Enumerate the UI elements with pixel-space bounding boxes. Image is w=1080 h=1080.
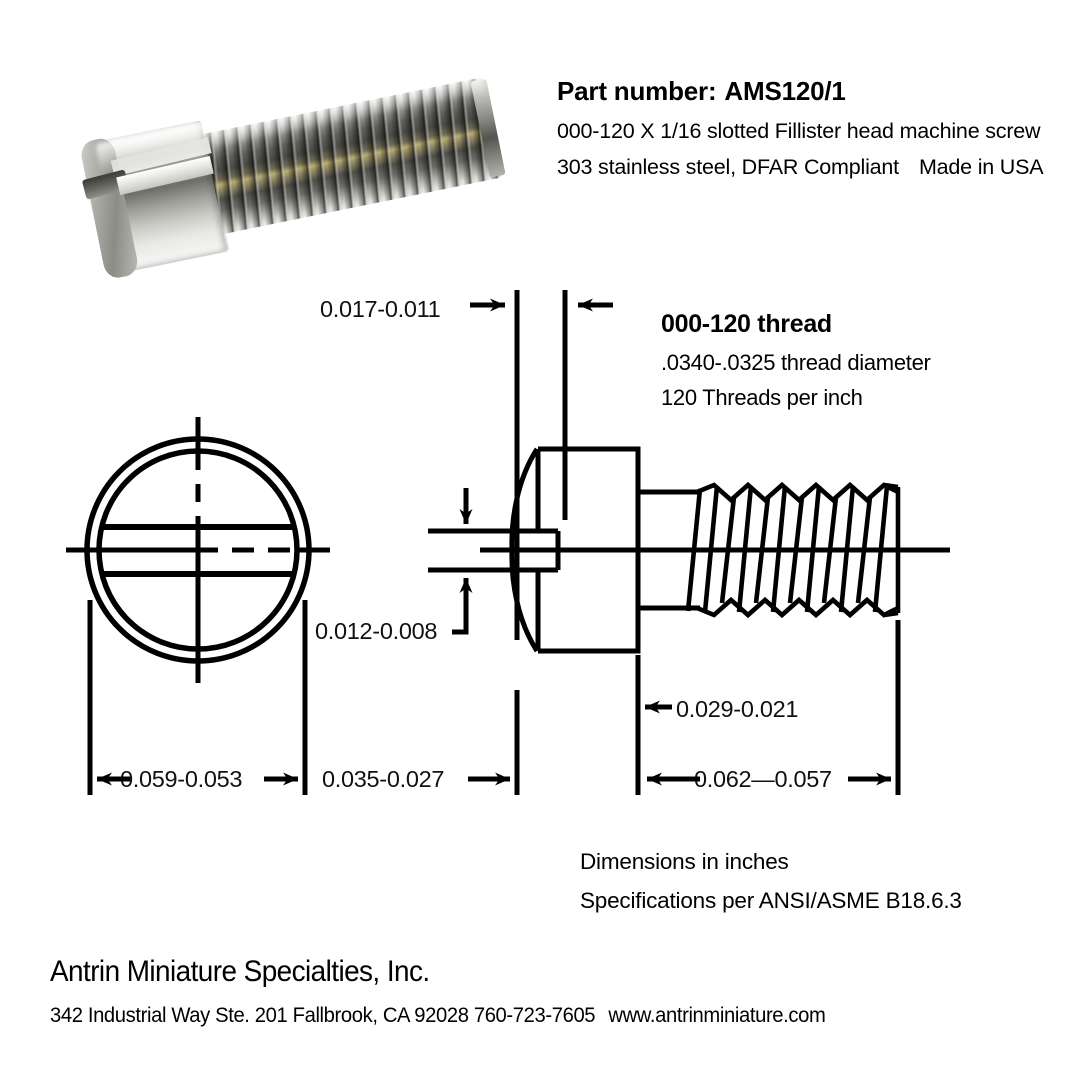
part-number-block: Part number:AMS120/1 000-120 X 1/16 slot… [557,76,1044,180]
thread-title: 000-120 thread [661,310,832,338]
part-description: 000-120 X 1/16 slotted Fillister head ma… [557,119,1041,143]
dim-label-head-diameter: 0.059-0.053 [120,766,243,792]
extension-lines [87,290,901,795]
company-website: www.antrinminiature.com [608,1003,826,1027]
company-footer: Antrin Miniature Specialties, Inc. 342 I… [50,955,875,1028]
part-number-label: Part number: [557,76,717,106]
dim-label-shank-diameter: 0.029-0.021 [676,696,799,722]
company-address: 342 Industrial Way Ste. 201 Fallbrook, C… [50,1003,596,1027]
units-note: Dimensions in inches [580,849,789,874]
part-number-value: AMS120/1 [724,76,846,106]
dim-label-thread-length: 0.062—0.057 [694,766,832,792]
company-name: Antrin Miniature Specialties, Inc. [50,955,430,988]
standard-note: Specifications per ANSI/ASME B18.6.3 [580,888,962,913]
thread-diameter-note: .0340-.0325 thread diameter [661,350,931,375]
part-number-line: Part number:AMS120/1 [557,76,1043,107]
thread-note-block: 000-120 thread .0340-.0325 thread diamet… [661,310,931,411]
company-contact-line: 342 Industrial Way Ste. 201 Fallbrook, C… [50,1003,826,1028]
dim-label-head-thickness: 0.035-0.027 [322,766,445,792]
dim-label-head-height: 0.017-0.011 [320,296,441,322]
dim-label-slot-width: 0.012-0.008 [315,618,438,644]
part-origin: Made in USA [918,155,1044,179]
specification-notes: Dimensions in inches Specifications per … [580,849,962,914]
part-material: 303 stainless steel, DFAR Compliant [557,155,899,179]
part-material-line: 303 stainless steel, DFAR Compliant Made … [557,155,1044,180]
dim-slot-width [428,488,520,635]
thread-pitch-note: 120 Threads per inch [661,385,863,410]
